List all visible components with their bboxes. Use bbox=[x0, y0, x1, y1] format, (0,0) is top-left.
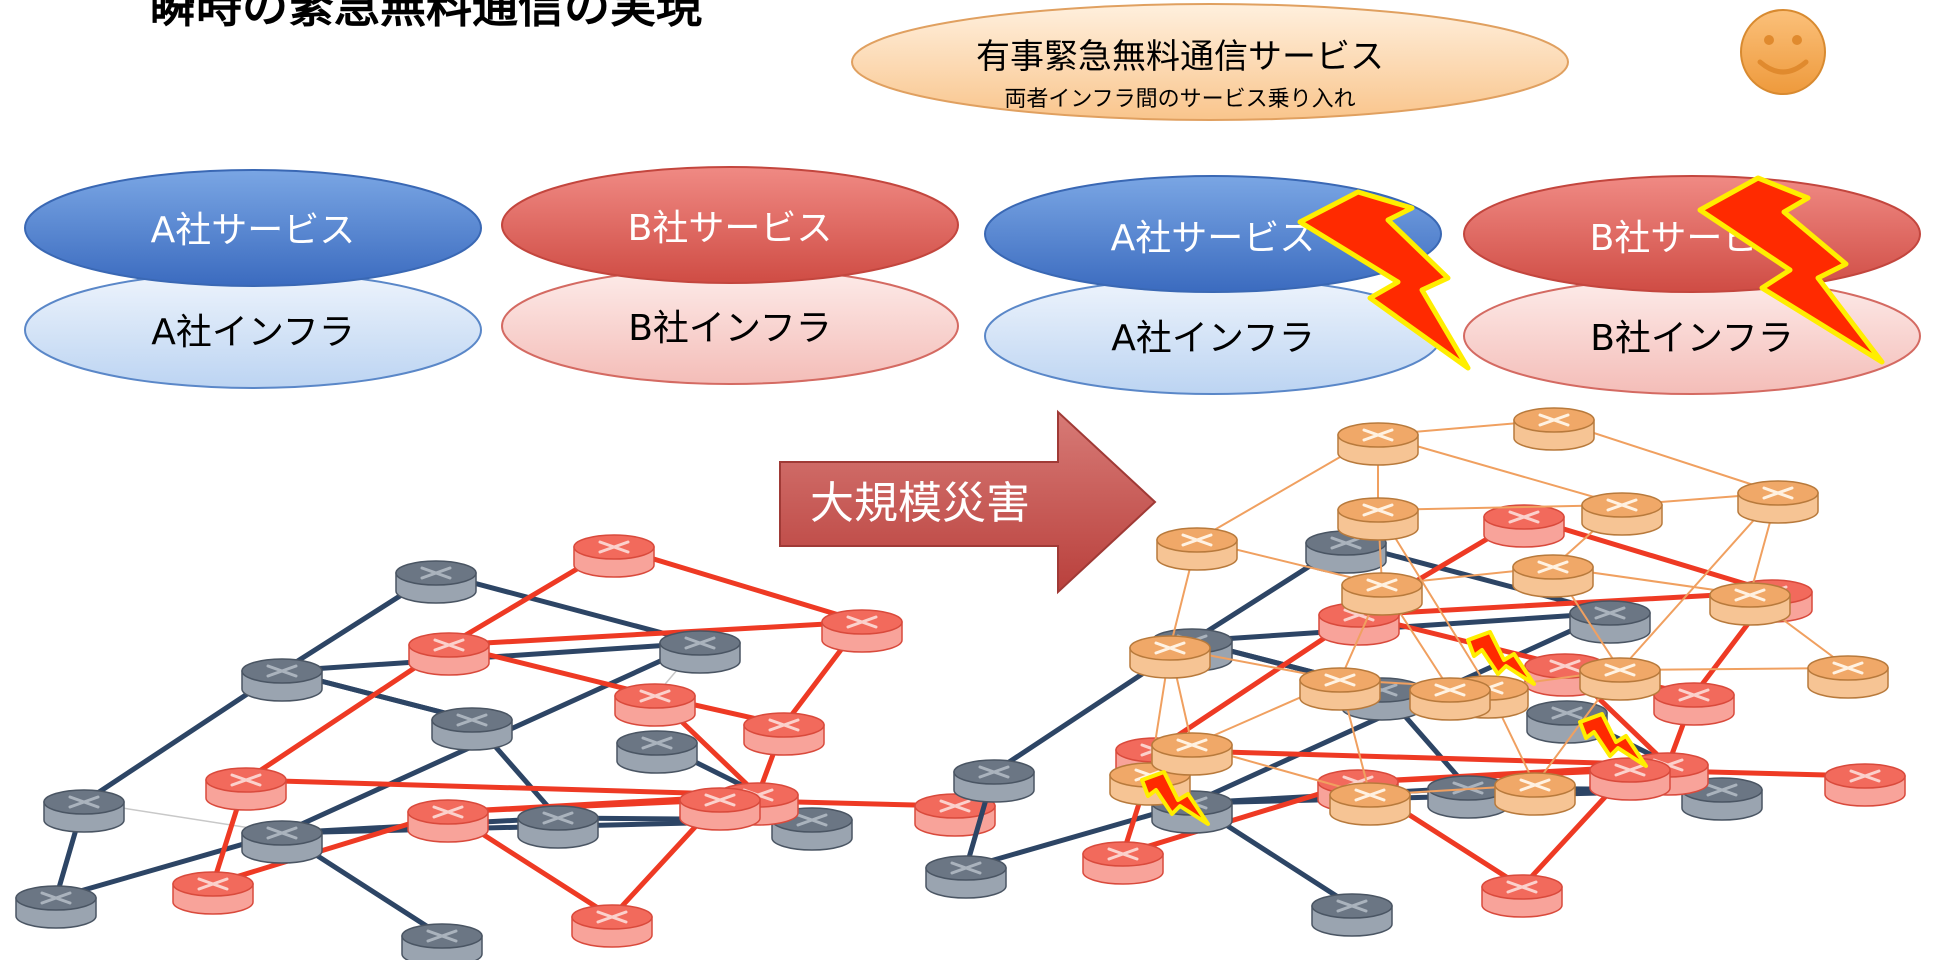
before-b-infra-label: B社インフラ bbox=[628, 308, 832, 349]
network-link bbox=[445, 797, 723, 815]
router-a-icon bbox=[659, 630, 741, 674]
router-b-icon bbox=[1589, 757, 1671, 801]
after-a-infra-label: A社インフラ bbox=[1111, 318, 1315, 359]
emergency-service-title: 有事緊急無料通信サービス bbox=[976, 37, 1384, 77]
router-a-icon bbox=[925, 855, 1007, 899]
router-emergency-icon bbox=[1329, 782, 1411, 826]
router-b-icon bbox=[679, 787, 761, 831]
router-a-icon bbox=[616, 730, 698, 774]
router-b-icon bbox=[821, 609, 903, 653]
router-emergency-icon bbox=[1337, 422, 1419, 466]
router-b-icon bbox=[1824, 763, 1906, 807]
router-emergency-icon bbox=[1129, 635, 1211, 679]
before-a-service-label: A社サービス bbox=[151, 210, 356, 251]
lightning-bolt-icon bbox=[1140, 770, 1210, 826]
router-emergency-icon bbox=[1807, 655, 1889, 699]
router-emergency-icon bbox=[1409, 677, 1491, 721]
emergency-link bbox=[1619, 492, 1779, 671]
router-b-icon bbox=[571, 904, 653, 948]
router-emergency-icon bbox=[1299, 667, 1381, 711]
router-a-icon bbox=[953, 759, 1035, 803]
emergency-network-routers bbox=[1109, 407, 1889, 826]
after-a-service-label: A社サービス bbox=[1111, 218, 1316, 259]
router-b-icon bbox=[205, 767, 287, 811]
after-b-infra-label: B社インフラ bbox=[1590, 318, 1794, 359]
network-link bbox=[1153, 747, 1671, 768]
lightning-bolt-icon bbox=[1466, 630, 1536, 686]
router-b-icon bbox=[408, 632, 490, 676]
lightning-bolt-icon bbox=[1697, 175, 1885, 365]
router-emergency-icon bbox=[1581, 492, 1663, 536]
disaster-arrow: 大規模災害 bbox=[779, 409, 1157, 595]
emergency-service: 有事緊急無料通信サービス 両者インフラ間のサービス乗り入れ bbox=[851, 3, 1826, 121]
smiley-face-icon bbox=[1740, 9, 1826, 95]
router-emergency-icon bbox=[1151, 732, 1233, 776]
emergency-link bbox=[1377, 509, 1489, 689]
lightning-bolt-icon bbox=[1297, 189, 1471, 371]
after-company-a-stack: A社サービス A社インフラ bbox=[984, 175, 1442, 395]
router-a-icon bbox=[401, 923, 483, 960]
before-company-b-stack: B社サービス B社インフラ bbox=[501, 166, 959, 385]
router-b-icon bbox=[172, 871, 254, 915]
router-b-icon bbox=[1481, 874, 1563, 918]
router-a-icon bbox=[241, 658, 323, 702]
router-emergency-icon bbox=[1337, 497, 1419, 541]
router-emergency-icon bbox=[1494, 772, 1576, 816]
disaster-arrow-label: 大規模災害 bbox=[810, 478, 1030, 529]
router-a-icon bbox=[431, 707, 513, 751]
router-b-icon bbox=[1483, 504, 1565, 548]
router-a-icon bbox=[1681, 777, 1763, 821]
router-b-icon bbox=[573, 534, 655, 578]
router-b-icon bbox=[407, 799, 489, 843]
router-a-icon bbox=[395, 560, 477, 604]
page-title: 瞬時の緊急無料通信の実現 bbox=[150, 0, 702, 33]
network-link bbox=[243, 777, 761, 798]
router-a-icon bbox=[1569, 600, 1651, 644]
network-link bbox=[1521, 514, 1775, 595]
before-network-routers bbox=[15, 534, 996, 960]
network-link bbox=[1356, 589, 1775, 618]
lightning-bolt-icon bbox=[1578, 712, 1648, 768]
before-b-service-label: B社サービス bbox=[628, 208, 833, 249]
before-company-a-stack: A社サービス A社インフラ bbox=[24, 169, 482, 389]
router-a-icon bbox=[241, 820, 323, 864]
router-emergency-icon bbox=[1579, 657, 1661, 701]
router-emergency-icon bbox=[1709, 582, 1791, 626]
router-a-icon bbox=[43, 789, 125, 833]
router-b-icon bbox=[614, 683, 696, 727]
after-company-b-stack: B社サービス B社インフラ bbox=[1463, 175, 1921, 395]
router-emergency-icon bbox=[1512, 554, 1594, 598]
title-bullet: • bbox=[80, 0, 104, 18]
router-b-icon bbox=[1082, 841, 1164, 885]
router-b-icon bbox=[1653, 682, 1735, 726]
small-lightning-bolts bbox=[1140, 630, 1648, 826]
router-emergency-icon bbox=[1341, 572, 1423, 616]
router-emergency-icon bbox=[1737, 480, 1819, 524]
router-a-icon bbox=[517, 805, 599, 849]
router-b-icon bbox=[743, 712, 825, 756]
network-link bbox=[446, 619, 865, 648]
network-link bbox=[611, 544, 865, 625]
before-a-infra-label: A社インフラ bbox=[151, 312, 355, 353]
router-emergency-icon bbox=[1156, 527, 1238, 571]
emergency-service-subtitle: 両者インフラ間のサービス乗り入れ bbox=[1004, 87, 1355, 112]
router-a-icon bbox=[1311, 893, 1393, 937]
network-link bbox=[1355, 767, 1633, 785]
router-emergency-icon bbox=[1513, 407, 1595, 451]
router-a-icon bbox=[15, 885, 97, 929]
